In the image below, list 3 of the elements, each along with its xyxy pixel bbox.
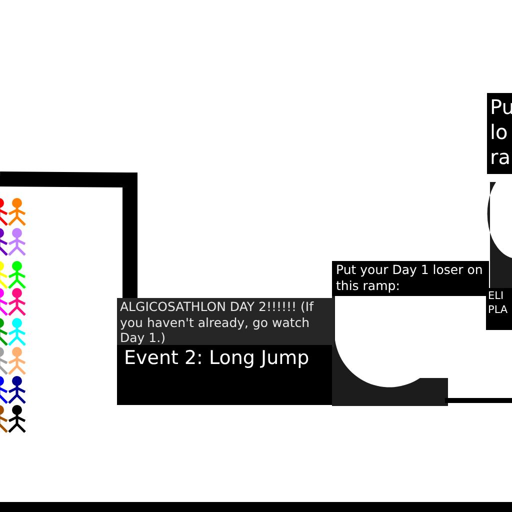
announcement-text: ALGICOSATHLON DAY 2!!!!!! (If you haven't already, go watch Day 1.) [117, 298, 334, 347]
event-title: Event 2: Long Jump [117, 345, 332, 405]
instruction-text: Put your Day 1 loser on this ramp: [332, 261, 489, 296]
